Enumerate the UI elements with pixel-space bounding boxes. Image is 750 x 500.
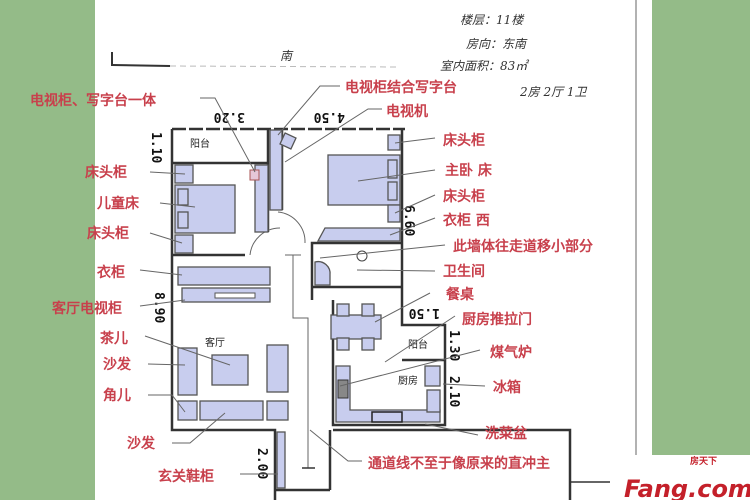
chair [336,337,350,351]
label-tv: 电视机 [386,103,428,120]
walls [170,127,572,500]
corner-table [177,400,198,421]
logo-background [620,455,750,500]
corner-table [266,400,289,421]
dim-label: 4.50 [314,109,345,124]
dim-label: 1.10 [148,132,163,163]
label-nightstand: 床头柜 [443,132,485,149]
dim-label: 1.50 [409,305,440,320]
dim-label: 2.10 [446,376,461,407]
label-nightstand: 床头柜 [85,164,127,181]
label-corner-table: 角儿 [103,387,131,404]
coffee-table [211,354,249,386]
tv-cabinet-desk [269,129,283,211]
room-balcony: 阳台 [408,338,428,351]
note-orientation: 房向：东南 [466,37,528,51]
left-green-margin [0,0,95,500]
room-living: 客厅 [205,336,225,349]
right-green-margin [652,0,750,455]
sofa-right [266,344,289,393]
counter-end [426,389,441,413]
dining-table [330,314,382,340]
label-tv-cabinet-desk: 电视柜结合写字台 [345,79,457,96]
label-sink: 洗菜盆 [485,425,528,442]
label-coffee-table: 茶儿 [99,330,128,347]
label-sofa: 沙发 [127,435,156,452]
label-child-bed: 儿童床 [96,195,140,212]
label-walkway-note: 通道线不至于像原来的直冲主 [368,455,550,472]
walkway-line [285,254,315,469]
label-wardrobe: 衣柜 [97,264,125,281]
dim-label: 3.20 [214,109,245,124]
toilet [356,250,368,262]
tv-desk [254,164,269,233]
dim-label: 1.30 [446,330,461,361]
label-nightstand: 床头柜 [443,188,485,205]
label-wardrobe-west: 衣柜 西 [443,212,490,229]
nightstand [174,234,194,254]
compass-line [111,64,171,67]
note-layout: 2房 2厅 1卫 [519,85,588,99]
dim-label: 6.60 [401,205,416,236]
fridge [424,365,441,387]
furniture [174,129,441,489]
pillow [177,211,189,229]
label-master-bed: 主卧 床 [445,162,493,179]
label-gas-stove: 煤气炉 [490,344,532,361]
bathroom-fixture [314,260,331,286]
label-living-tv-cabinet: 客厅电视柜 [51,300,122,317]
dim-label: 2.00 [254,448,269,479]
note-area: 室内面积：83㎡ [440,59,530,73]
chair [361,337,375,351]
label-fridge: 冰箱 [493,379,521,396]
room-balcony: 阳台 [190,137,210,150]
sink [371,411,403,423]
shoe-cabinet [276,431,286,489]
gas-stove [337,379,349,399]
fang-logo: 房天下 Fang.com [570,455,750,500]
logo-text: Fang.com [624,475,750,500]
logo-small-text: 房天下 [690,455,717,467]
label-bathroom: 卫生间 [443,263,485,280]
dim-label: 8.90 [151,292,166,323]
note-floor: 楼层：11楼 [460,13,525,27]
label-sofa: 沙发 [103,356,132,373]
master-wardrobe [316,227,401,242]
desk-chair [249,169,260,181]
nightstand [387,204,401,223]
chair [336,303,350,317]
leader-lines [139,85,486,475]
tv-set [279,132,297,150]
sofa-left [177,347,198,396]
label-kitchen-sliding-door: 厨房推拉门 [462,311,532,328]
compass-south: 南 [280,49,294,63]
label-nightstand: 床头柜 [87,225,129,242]
compass-line [169,65,401,68]
label-shoe-cabinet: 玄关鞋柜 [158,468,214,485]
wardrobe [177,266,271,286]
chair [361,303,375,317]
label-dining-table: 餐桌 [445,286,475,303]
pillow [387,159,398,179]
tv-cabinet-slot [214,292,256,299]
pillow [387,181,398,201]
pillow [177,188,189,206]
sofa-bottom [199,400,264,421]
room-kitchen: 厨房 [398,374,418,387]
label-wall-note: 此墙体往走道移小部分 [453,238,593,255]
label-tv-desk-combo: 电视柜、写字台一体 [30,92,157,109]
